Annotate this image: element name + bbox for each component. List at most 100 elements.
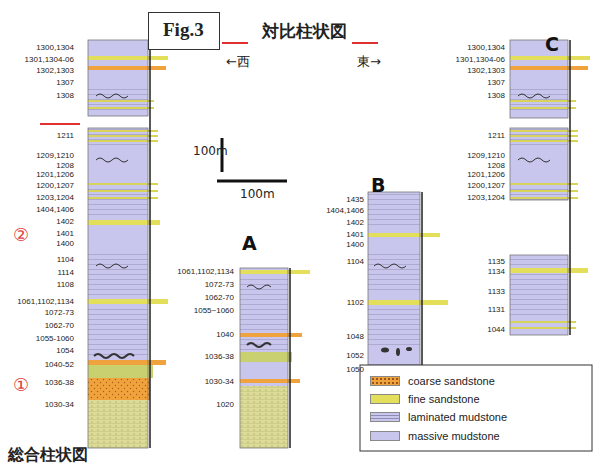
sample-number: 1400 <box>56 240 74 249</box>
sample-number: 1435 <box>346 196 364 205</box>
slump-symbol <box>96 158 128 162</box>
fine-sandstone <box>88 130 158 132</box>
sample-number: 1208 <box>56 162 74 171</box>
coarse-sandstone <box>88 360 166 365</box>
laminated-mudstone <box>88 250 148 298</box>
fine-sandstone <box>510 321 576 323</box>
coarse-sandstone <box>510 66 588 70</box>
slump-symbols <box>94 94 550 358</box>
massive-mudstone <box>510 128 568 200</box>
sample-number: 1030-34 <box>45 401 74 410</box>
column-outline <box>510 40 568 118</box>
coarse-sandstone <box>240 379 300 383</box>
sample-number: 1036-38 <box>45 379 74 388</box>
sample-number: 1209,1210 <box>36 152 74 161</box>
sample-number: 1061,1102,1134 <box>17 298 74 307</box>
sample-number: 1134 <box>488 268 505 277</box>
sample-number: 1203,1204 <box>36 194 74 203</box>
sample-number: 1308 <box>487 92 505 101</box>
fine-sandstone <box>240 352 292 362</box>
fine-sandstone <box>88 135 158 137</box>
column-outline <box>510 128 568 200</box>
column-axis <box>421 192 423 376</box>
sample-number: 1301,1304-06 <box>456 56 505 65</box>
callout-number: ① <box>13 375 29 395</box>
sample-number: 1102 <box>347 299 364 308</box>
laminated-mudstone <box>368 192 420 228</box>
fine-sandstone <box>510 107 576 109</box>
scale-label: 100m <box>240 188 275 201</box>
direction-label: ←西 <box>226 55 250 69</box>
composite-column <box>88 40 168 448</box>
sample-number: 1104 <box>347 258 364 267</box>
column-axis <box>289 268 291 448</box>
sample-number: 1307 <box>487 79 505 88</box>
fine-sandstone <box>88 220 160 225</box>
legend-text: fine sandstone <box>408 393 480 405</box>
sample-number: 1062-70 <box>205 294 234 303</box>
fine-sandstone <box>88 299 168 304</box>
figure-number: Fig.3 <box>163 20 219 41</box>
coarse-sandstone <box>88 66 166 70</box>
column-outline <box>368 192 420 376</box>
callout-number: ② <box>13 225 29 245</box>
legend-swatch <box>370 376 400 386</box>
fine-sandstone <box>368 300 448 305</box>
fine-sandstone <box>88 100 154 102</box>
column-letter: B <box>371 175 385 196</box>
hiatus-mark <box>222 42 248 44</box>
sample-number: 1307 <box>56 79 74 88</box>
fine-sandstone <box>88 140 158 142</box>
sample-number: 1055-1060 <box>36 335 74 344</box>
column-outline <box>240 268 288 448</box>
sample-number: 1135 <box>488 258 505 267</box>
figure-number-box: Fig.3 <box>148 12 220 50</box>
fine-sandstone <box>510 56 590 60</box>
sample-number: 1044 <box>487 326 505 335</box>
legend-frame <box>360 365 592 451</box>
legend-swatch <box>370 412 400 422</box>
figure-title: 対比柱状図 <box>262 22 347 41</box>
sample-number: 1201,1206 <box>467 171 505 180</box>
direction-label: 東→ <box>357 55 381 69</box>
column-outline <box>88 128 148 448</box>
sample-number: 1402 <box>346 219 364 228</box>
scale-bar <box>217 180 287 183</box>
sample-number: 1301,1304-06 <box>25 56 74 65</box>
clast-symbol <box>381 348 389 353</box>
laminated-mudstone <box>510 274 568 318</box>
column-outline <box>88 40 148 116</box>
massive-mudstone <box>368 192 420 376</box>
sample-number: 1061,1102,1134 <box>177 268 234 277</box>
sample-number: 1040 <box>216 331 234 340</box>
laminated-mudstone <box>368 308 420 345</box>
slump-symbol <box>96 264 128 268</box>
sample-number: 1203,1204 <box>467 194 505 203</box>
sample-number: 1036-38 <box>205 353 234 362</box>
laminated-mudstone <box>88 305 148 355</box>
hiatus-mark <box>40 123 80 125</box>
sample-number: 1048 <box>346 333 364 342</box>
massive-mudstone <box>510 40 568 118</box>
sample-number: 1055~1060 <box>194 307 234 316</box>
fine-sandstone <box>88 183 158 185</box>
fine-sandstone <box>88 197 158 199</box>
sample-number: 1072-73 <box>205 281 234 290</box>
sample-number: 1302,1303 <box>467 67 505 76</box>
fine-sandstone <box>88 107 154 109</box>
slump-symbol <box>247 285 271 289</box>
sample-number: 1300,1304 <box>36 44 74 53</box>
sample-number: 1401 <box>56 230 74 239</box>
sample-number: 1062-70 <box>45 322 74 331</box>
sample-number: 1400 <box>346 241 364 250</box>
sample-number: 1209,1210 <box>467 152 505 161</box>
column-axis <box>149 40 151 448</box>
legend-swatch <box>370 431 400 441</box>
sample-number: 1030-34 <box>205 378 234 387</box>
laminated-mudstone <box>368 252 420 290</box>
sample-number: 1200,1207 <box>467 182 505 191</box>
sample-number: 1133 <box>488 288 505 297</box>
slump-symbol <box>94 354 134 358</box>
